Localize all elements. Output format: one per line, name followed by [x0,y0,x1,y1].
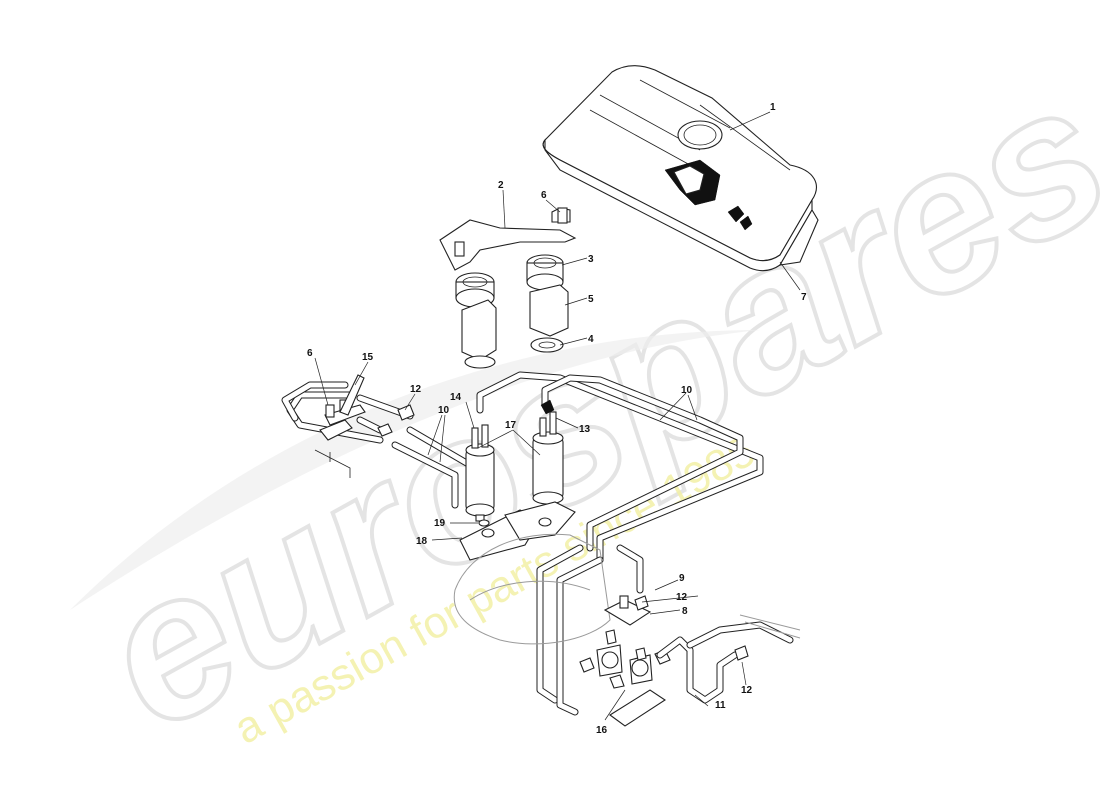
callout-14: 14 [450,392,462,403]
callout-16: 16 [596,725,608,736]
callout-6-left: 6 [307,348,313,359]
callout-13: 13 [579,424,591,435]
return-hose [656,614,801,704]
callout-labels: 1 2 3 4 5 6 6 7 8 9 10 10 11 12 12 12 13… [307,102,807,736]
callout-18: 18 [416,536,428,547]
callout-8: 8 [682,606,688,617]
callout-9: 9 [679,573,685,584]
tank-outline-ghost [453,533,611,645]
callout-12-left: 12 [410,384,422,395]
leader-lines [314,111,801,721]
callout-6-top: 6 [541,190,547,201]
callout-11: 11 [715,700,726,711]
pump-bracket [439,207,577,271]
callout-4: 4 [588,334,594,345]
valve-assembly [579,595,671,727]
callout-1: 1 [770,102,776,113]
callout-10-left: 10 [438,405,450,416]
callout-15: 15 [362,352,374,363]
pump-mount-left [455,272,497,369]
pump-mount-right [526,254,569,353]
callout-12-mid: 12 [676,592,688,603]
callout-12-right: 12 [741,685,753,696]
callout-19: 19 [434,518,446,529]
callout-10-right: 10 [681,385,693,396]
fuel-tank [542,65,819,272]
callout-3: 3 [588,254,594,265]
callout-7: 7 [801,292,807,303]
fuel-pump-left [465,424,495,522]
callout-5: 5 [588,294,594,305]
fuel-lines [476,371,764,716]
callout-2: 2 [498,180,504,191]
pump-base-plates [459,501,576,561]
fuel-pump-right [532,399,564,505]
callout-17: 17 [505,420,517,431]
